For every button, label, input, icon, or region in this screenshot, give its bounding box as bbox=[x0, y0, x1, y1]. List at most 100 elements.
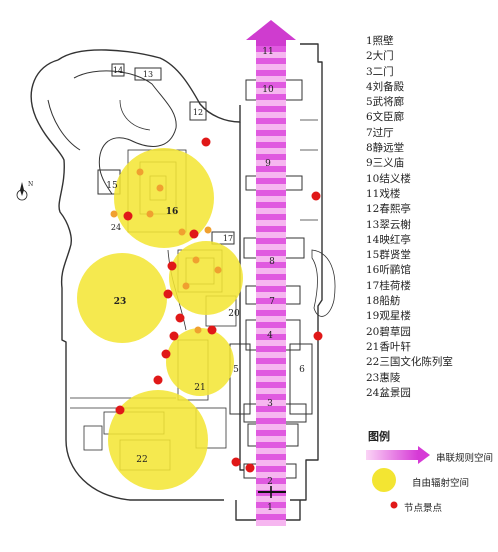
building-label-17: 17 bbox=[223, 234, 233, 243]
axis-stripe bbox=[256, 82, 286, 88]
axis-stripe bbox=[256, 238, 286, 244]
legend-swatches bbox=[366, 446, 430, 509]
orange-dots bbox=[110, 168, 222, 334]
axis-stripe bbox=[256, 190, 286, 196]
axis-stripe bbox=[256, 286, 286, 292]
legend-point-swatch bbox=[390, 501, 398, 509]
radiation-circle-23 bbox=[77, 253, 167, 343]
axis-label-4: 4 bbox=[267, 331, 273, 341]
axis-stripe bbox=[256, 118, 286, 124]
legend-axis-text: 串联规则空间 bbox=[436, 453, 494, 464]
scenic-points bbox=[115, 137, 323, 473]
axis-stripe bbox=[256, 58, 286, 64]
building-label-24: 24 bbox=[111, 223, 121, 232]
building-label-13: 13 bbox=[143, 70, 153, 79]
axis-stripe bbox=[256, 310, 286, 316]
legend-item: 15群贤堂 bbox=[366, 249, 411, 262]
axis-stripe bbox=[256, 382, 286, 388]
axis-stripe bbox=[256, 130, 286, 136]
compass: N bbox=[16, 181, 33, 201]
axis-stripe bbox=[256, 70, 286, 76]
legend-item: 3二门 bbox=[366, 65, 394, 78]
axis-stripe bbox=[256, 274, 286, 280]
axis-stripe bbox=[256, 178, 286, 184]
legend-point-text: 节点景点 bbox=[404, 503, 443, 514]
axis-arrow-head bbox=[246, 20, 296, 40]
legend-item: 10结义楼 bbox=[366, 172, 411, 185]
legend-item: 2大门 bbox=[366, 50, 394, 63]
axis-stripe bbox=[256, 46, 286, 52]
building-label-16: 16 bbox=[166, 207, 179, 217]
axis-stripe bbox=[256, 394, 286, 400]
axis-label-7: 7 bbox=[269, 297, 275, 307]
legend-item: 6文臣廊 bbox=[366, 111, 405, 124]
legend-item: 4刘备殿 bbox=[366, 80, 405, 93]
axis-stripe bbox=[256, 514, 286, 520]
axis-spine bbox=[246, 20, 296, 526]
legend-axis-swatch bbox=[366, 450, 418, 460]
legend-item: 16听鹂馆 bbox=[366, 264, 411, 277]
legend-item: 23惠陵 bbox=[366, 371, 401, 384]
legend-item: 5武将廊 bbox=[366, 96, 405, 109]
axis-stripe bbox=[256, 346, 286, 352]
axis-label-10: 10 bbox=[262, 85, 274, 95]
axis-stripe bbox=[256, 262, 286, 268]
axis-stripe bbox=[256, 370, 286, 376]
axis-stripe bbox=[256, 466, 286, 472]
legend-item: 7过厅 bbox=[366, 126, 394, 139]
legend-item: 11戏楼 bbox=[366, 187, 401, 200]
legend-radiation-swatch bbox=[372, 468, 396, 492]
building-labels: 14 13 12 15 16 24 17 23 20 5 6 21 22 bbox=[106, 66, 305, 465]
axis-label-1: 1 bbox=[267, 503, 273, 513]
building-label-5: 5 bbox=[233, 365, 239, 375]
radiation-circle-20 bbox=[169, 241, 243, 315]
axis-stripe bbox=[256, 142, 286, 148]
building-label-15: 15 bbox=[106, 181, 118, 191]
axis-stripe bbox=[256, 298, 286, 304]
legend-title: 图例 bbox=[368, 430, 390, 443]
building-label-14: 14 bbox=[113, 66, 123, 75]
axis-stripe bbox=[256, 226, 286, 232]
building-label-20: 20 bbox=[228, 309, 240, 319]
building-label-23: 23 bbox=[114, 297, 127, 307]
axis-label-9: 9 bbox=[265, 159, 271, 169]
axis-label-3: 3 bbox=[267, 399, 273, 409]
axis-label-8: 8 bbox=[269, 257, 275, 267]
legend-item: 19观星楼 bbox=[366, 310, 411, 323]
axis-labels: 11 10 9 8 7 4 3 2 1 bbox=[262, 47, 275, 513]
axis-stripe bbox=[256, 502, 286, 508]
axis-stripes bbox=[256, 46, 286, 520]
legend-item: 8静远堂 bbox=[366, 142, 405, 155]
axis-stripe bbox=[256, 406, 286, 412]
axis-stripe bbox=[256, 94, 286, 100]
axis-label-11: 11 bbox=[262, 47, 273, 57]
building-label-12: 12 bbox=[193, 108, 203, 117]
axis-stripe bbox=[256, 322, 286, 328]
legend-item: 22三国文化陈列室 bbox=[366, 356, 453, 369]
legend-item: 13翠云榭 bbox=[366, 218, 411, 231]
axis-stripe bbox=[256, 202, 286, 208]
building-label-21: 21 bbox=[194, 383, 205, 393]
axis-stripe bbox=[256, 250, 286, 256]
legend-item: 9三义庙 bbox=[366, 157, 405, 170]
legend-item: 12春熙亭 bbox=[366, 203, 411, 216]
axis-label-2: 2 bbox=[267, 477, 273, 487]
legend-item: 17桂荷楼 bbox=[366, 279, 411, 292]
axis-stripe bbox=[256, 214, 286, 220]
axis-stripe bbox=[256, 358, 286, 364]
axis-stripe bbox=[256, 442, 286, 448]
axis-stripe bbox=[256, 478, 286, 484]
building-label-22: 22 bbox=[136, 455, 147, 465]
building-label-6: 6 bbox=[299, 365, 305, 375]
radiation-circle-21 bbox=[166, 328, 234, 396]
axis-stripe bbox=[256, 418, 286, 424]
axis-stripe bbox=[256, 166, 286, 172]
compass-label: N bbox=[28, 181, 33, 188]
legend-item: 21香叶轩 bbox=[366, 340, 411, 353]
legend-item: 14映红亭 bbox=[366, 233, 411, 246]
garden-outline bbox=[30, 43, 323, 521]
radiation-circle-22 bbox=[108, 390, 208, 490]
legend-item: 18船舫 bbox=[366, 295, 401, 308]
axis-stripe bbox=[256, 334, 286, 340]
